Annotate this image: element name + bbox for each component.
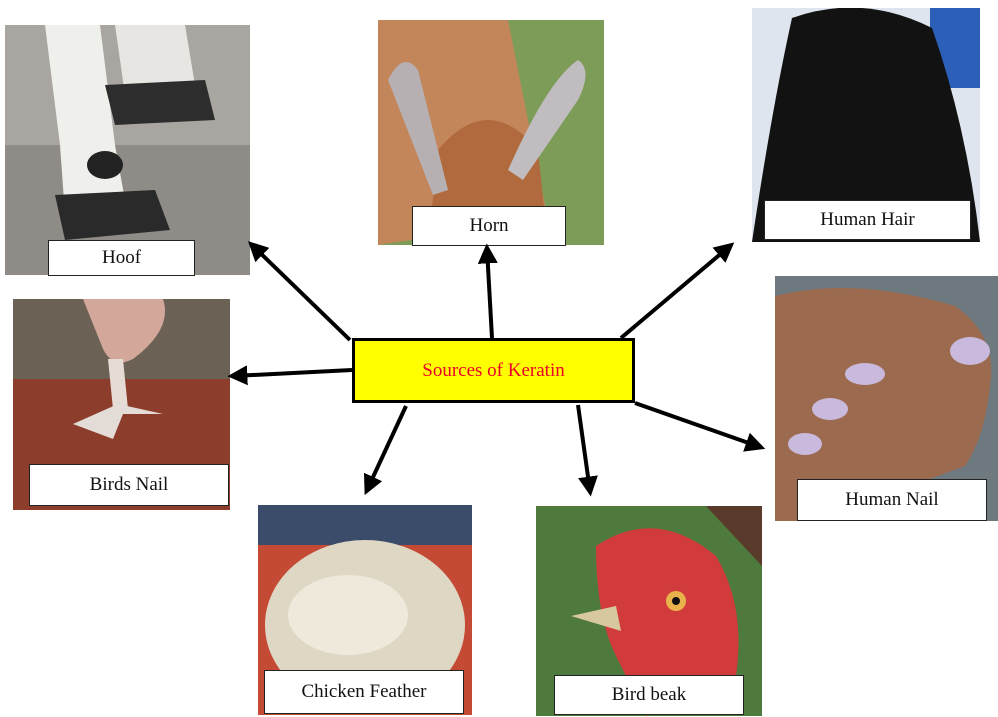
arrow-to-human-nail bbox=[635, 403, 760, 447]
arrow-to-horn bbox=[487, 249, 492, 338]
arrow-to-bird-beak bbox=[578, 405, 590, 491]
arrow-to-chicken-feather bbox=[367, 406, 406, 490]
center-label: Sources of Keratin bbox=[422, 360, 564, 382]
arrow-to-hoof bbox=[252, 245, 350, 340]
human-nail-label: Human Nail bbox=[797, 479, 987, 521]
sources-of-keratin-box: Sources of Keratin bbox=[352, 338, 635, 403]
chicken-feather-label: Chicken Feather bbox=[264, 670, 464, 714]
birds-nail-label: Birds Nail bbox=[29, 464, 229, 506]
hoof-photo bbox=[5, 25, 250, 275]
arrow-to-birds-nail bbox=[233, 370, 352, 376]
arrow-to-human-hair bbox=[621, 246, 730, 338]
human-hair-label: Human Hair bbox=[764, 200, 971, 240]
horn-label: Horn bbox=[412, 206, 566, 246]
bird-beak-label: Bird beak bbox=[554, 675, 744, 715]
hoof-label: Hoof bbox=[48, 240, 195, 276]
